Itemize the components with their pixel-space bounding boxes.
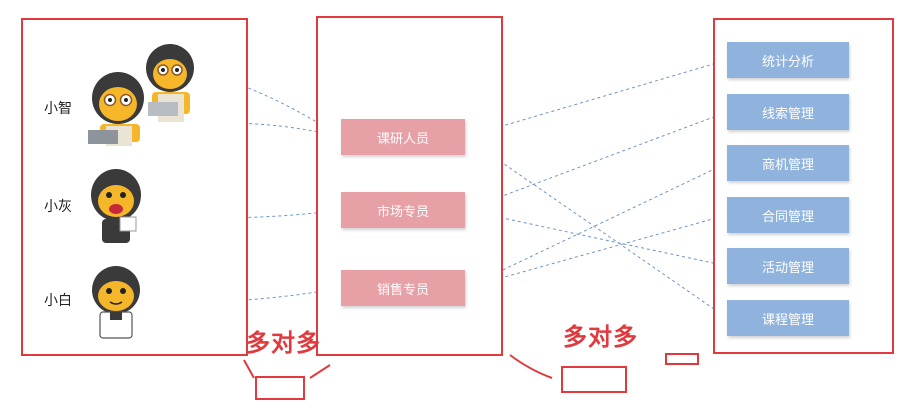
permission-box-5: 课程管理: [727, 300, 849, 336]
role-permission-connector: [465, 163, 727, 288]
user-label-2: 小白: [32, 290, 72, 310]
permission-box-0: 统计分析: [727, 42, 849, 78]
role-permission-connector: [465, 60, 727, 137]
scribble-stroke: [244, 360, 254, 378]
scribble-stroke: [510, 355, 552, 378]
scribble-box: [562, 367, 626, 392]
permission-box-3: 合同管理: [727, 197, 849, 233]
monkey-avatar-pair-icon: [82, 36, 212, 148]
scribble-stroke: [310, 365, 330, 378]
role-permission-connector: [465, 215, 727, 288]
role-permission-connector: [465, 137, 727, 318]
role-permission-connector: [465, 112, 727, 210]
permission-box-1: 线索管理: [727, 94, 849, 130]
user-label-1: 小灰: [32, 196, 72, 216]
role-box-1: 市场专员: [341, 192, 465, 228]
scribble-box: [256, 377, 304, 399]
monkey-avatar-icon: [84, 165, 154, 245]
annotation-many-to-many-left: 多对多: [246, 323, 321, 358]
permission-box-2: 商机管理: [727, 145, 849, 181]
role-box-0: 课研人员: [341, 119, 465, 155]
permission-box-4: 活动管理: [727, 248, 849, 284]
role-permission-connector: [465, 210, 727, 266]
role-box-2: 销售专员: [341, 270, 465, 306]
user-label-0: 小智: [32, 98, 72, 118]
scribble-box: [666, 354, 698, 364]
annotation-many-to-many-right: 多对多: [563, 317, 638, 352]
monkey-avatar-icon: [86, 262, 150, 342]
